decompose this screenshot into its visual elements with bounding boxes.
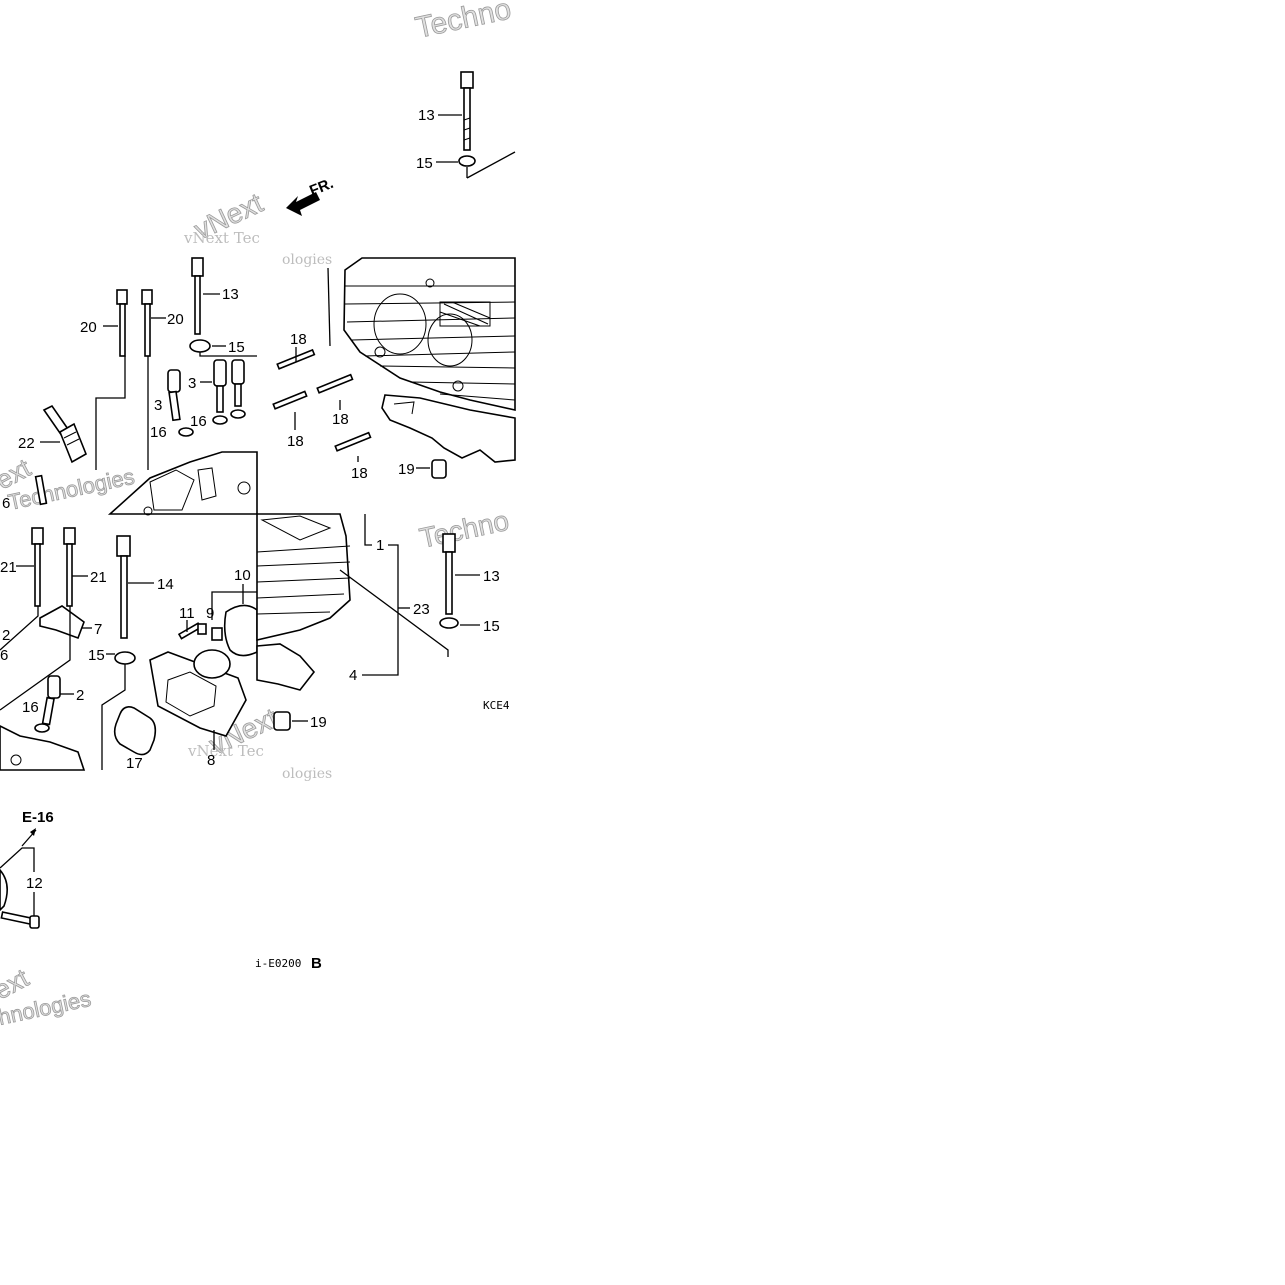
bolt-14 <box>116 535 131 639</box>
label-19-upper: 19 <box>398 461 415 478</box>
band-clamp-10 <box>223 604 258 657</box>
head-gasket <box>381 394 516 463</box>
label-7: 7 <box>94 621 102 638</box>
bracket-7 <box>39 605 85 640</box>
label-15-lower: 15 <box>483 618 500 635</box>
label-1: 1 <box>376 537 384 554</box>
bolt-21-right <box>63 527 76 607</box>
bolt-11 <box>177 622 207 640</box>
washer-15-top <box>458 155 476 167</box>
code-revision-b: B <box>311 955 322 972</box>
stud-18-c <box>316 373 354 394</box>
label-21-right: 21 <box>90 569 107 586</box>
label-9: 9 <box>206 605 214 622</box>
label-16-b: 16 <box>190 413 207 430</box>
label-20-left: 20 <box>80 319 97 336</box>
bolt-21-left <box>31 527 44 607</box>
washer-15-lower <box>439 617 459 629</box>
label-2-left: 2 <box>2 627 10 644</box>
oring-16-c <box>230 409 246 419</box>
label-18-d: 18 <box>351 465 368 482</box>
cylinder-base-gasket <box>256 643 316 691</box>
label-22: 22 <box>18 435 35 452</box>
stud-18-d <box>334 431 372 452</box>
label-14: 14 <box>157 576 174 593</box>
label-23: 23 <box>413 601 430 618</box>
watermark-techno-right: Techno <box>417 505 512 554</box>
front-label: FR. <box>307 175 336 200</box>
label-15-top: 15 <box>416 155 433 172</box>
oring-16-b <box>212 415 228 425</box>
code-e0200: i-E0200 <box>255 957 301 970</box>
label-6-upper: 6 <box>2 495 10 512</box>
cylinder-head-body <box>343 257 516 411</box>
front-arrow-icon <box>286 192 320 216</box>
watermark-vnext-tec-2: vNext Tec <box>187 742 264 760</box>
label-21-left: 21 <box>0 559 17 576</box>
bolt-13-lower <box>442 533 456 615</box>
dowel-pin <box>34 474 48 506</box>
stud-18-b <box>272 390 308 410</box>
label-2-right: 2 <box>76 687 84 704</box>
reference-e16: E-16 <box>22 809 54 826</box>
oring-16-a <box>178 427 194 437</box>
label-11: 11 <box>179 605 195 622</box>
watermark-ologies-2: ologies <box>282 766 332 782</box>
label-18-c: 18 <box>287 433 304 450</box>
watermark-vnext-tec-1: vNext Tec <box>183 229 260 247</box>
bolt-13-top <box>460 71 474 151</box>
label-16-lower: 16 <box>22 699 39 716</box>
stud-3-right <box>213 359 245 413</box>
oring-16-lower <box>34 723 50 733</box>
label-16-a: 16 <box>150 424 167 441</box>
spark-plug-22 <box>42 404 88 464</box>
nut-9 <box>211 627 223 641</box>
code-kce4: KCE4 <box>483 699 510 712</box>
dowel-19-upper <box>431 459 447 479</box>
label-13-top: 13 <box>418 107 435 124</box>
label-17: 17 <box>126 755 143 772</box>
washer-15-lower-left <box>114 651 136 665</box>
label-19-lower: 19 <box>310 714 327 731</box>
label-13-lower: 13 <box>483 568 500 585</box>
label-6-lower: 6 <box>0 647 8 664</box>
label-10: 10 <box>234 567 251 584</box>
label-4: 4 <box>349 667 357 684</box>
label-3-right: 3 <box>188 375 196 392</box>
label-12: 12 <box>26 875 43 892</box>
gasket-17 <box>113 706 157 756</box>
stud-3-left <box>167 369 181 422</box>
washer-15-mid <box>189 339 211 353</box>
watermark-nologies-1: ologies <box>282 252 332 268</box>
bolt-20-left <box>116 289 128 357</box>
bolt-13-mid <box>191 257 204 335</box>
label-13-mid: 13 <box>222 286 239 303</box>
label-15-mid: 15 <box>228 339 245 356</box>
part-edge-bottom <box>0 868 8 912</box>
label-18-a: 18 <box>290 331 307 348</box>
cylinder-body <box>256 513 351 642</box>
dowel-19-lower <box>273 711 291 731</box>
label-15-lower-left: 15 <box>88 647 105 664</box>
label-20-right: 20 <box>167 311 184 328</box>
label-8: 8 <box>207 752 215 769</box>
label-3-left: 3 <box>154 397 162 414</box>
label-18-b: 18 <box>332 411 349 428</box>
watermark-techno-top: Techno <box>413 0 514 45</box>
bolt-12 <box>0 911 40 929</box>
stud-2 <box>41 675 61 726</box>
bolt-20-right <box>141 289 153 357</box>
